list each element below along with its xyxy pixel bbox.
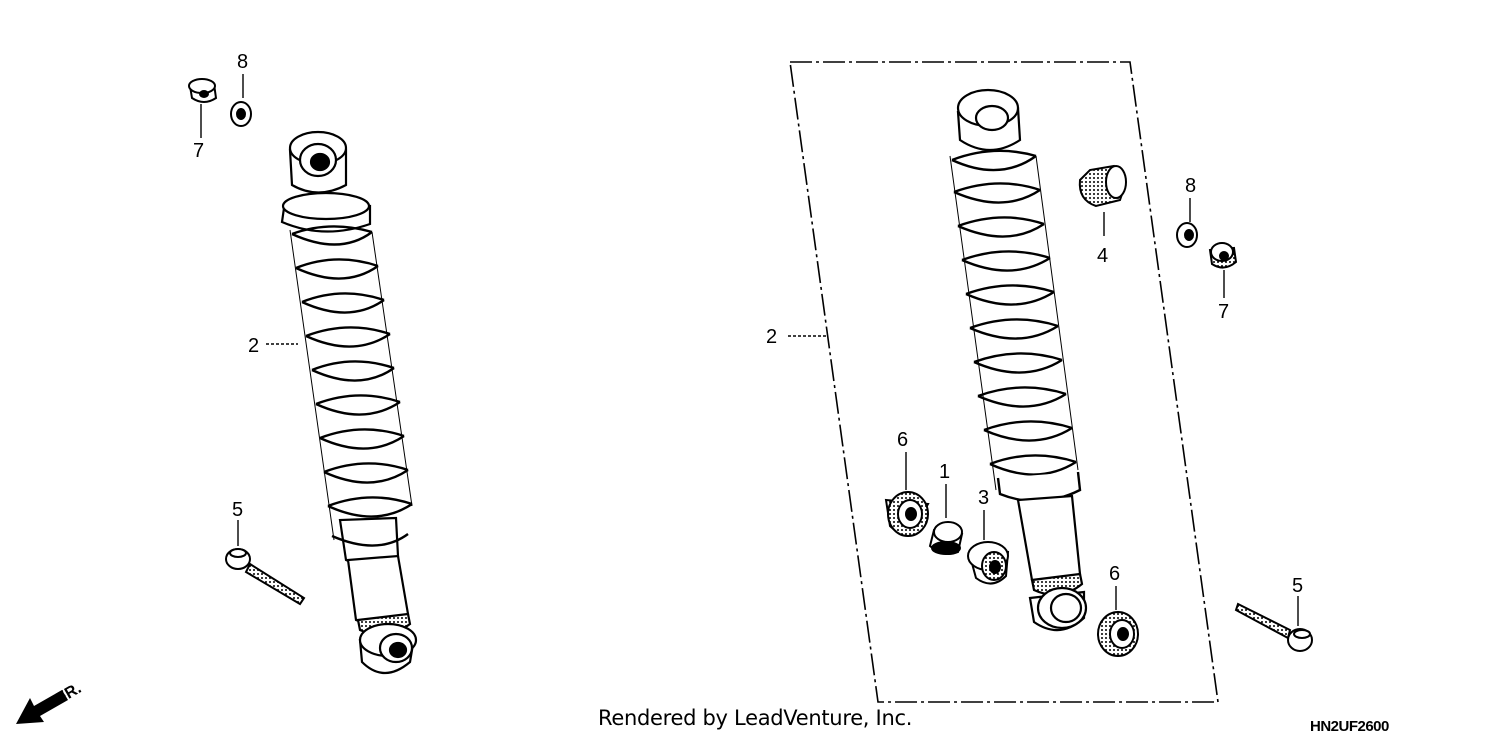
left-leader-lines: [200, 74, 298, 546]
right-shock-absorber: [949, 88, 1088, 632]
bushing: [928, 521, 964, 555]
callout-bushing: 1: [939, 461, 950, 483]
callout-right-bolt: 5: [1292, 575, 1303, 597]
right-shock-lower-body: [1016, 494, 1084, 596]
callout-right-washer: 8: [1185, 175, 1196, 197]
left-flange-nut: [188, 78, 218, 103]
right-shock-bottom-eye: [1028, 586, 1088, 632]
render-credit: Rendered by LeadVenture, Inc.: [598, 706, 913, 730]
diagram-code: HN2UF2600: [1310, 718, 1389, 735]
callout-middle-bearing: 3: [978, 487, 989, 509]
lower-bearing: [1097, 611, 1139, 657]
right-shock-spring: [949, 149, 1082, 503]
left-bolt: [225, 548, 306, 606]
right-collar: [1078, 164, 1127, 208]
left-shock-absorber: [280, 130, 418, 675]
left-shock-bottom-eye: [358, 622, 418, 675]
callout-left-bolt: 5: [232, 499, 243, 521]
callout-left-washer: 8: [237, 51, 248, 73]
callout-right-collar: 4: [1097, 245, 1108, 267]
upper-bearing: [884, 491, 930, 537]
callout-lower-bearing: 6: [1109, 563, 1120, 585]
right-leader-lines: [788, 198, 1299, 626]
left-washer: [230, 101, 252, 127]
right-flange-nut: [1208, 242, 1238, 269]
left-shock-spring: [289, 225, 413, 547]
left-shock-spring-seat: [280, 191, 372, 233]
front-direction-arrow-icon: FR.: [16, 680, 84, 724]
right-bolt: [1234, 602, 1313, 652]
callout-upper-bearing: 6: [897, 429, 908, 451]
callout-left-nut: 7: [193, 140, 204, 162]
callout-right-nut: 7: [1218, 301, 1229, 323]
right-washer: [1176, 222, 1198, 248]
right-shock-top-eye: [956, 88, 1022, 151]
middle-bearing: [967, 541, 1010, 585]
assembly-kit-outline: [789, 61, 1219, 703]
left-shock-top-eye: [288, 130, 348, 194]
callout-left-shock: 2: [248, 335, 259, 357]
callout-right-assembly: 2: [766, 326, 777, 348]
callout-labels: 7 8 2 5 2 4 8 7 6 1 3 6 5: [193, 51, 1303, 597]
left-shock-lower-body: [338, 516, 412, 636]
